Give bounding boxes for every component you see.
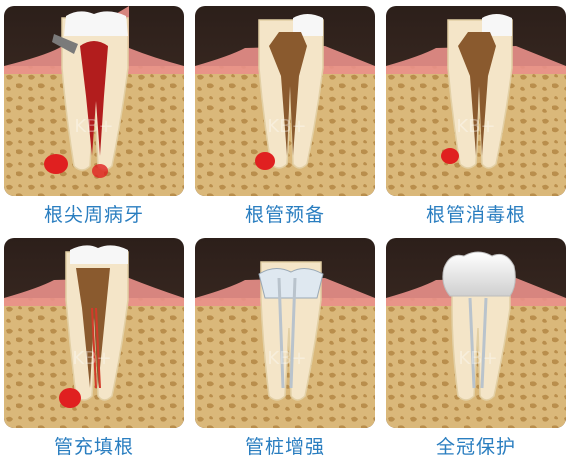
step-label-4: 管充填根 (53, 436, 134, 458)
step-label-3: 根管消毒根 (425, 204, 526, 226)
panel-disinfection: KB+ (386, 6, 566, 196)
step-label-5: 管桩增强 (244, 436, 325, 458)
panel-filling: KB+ (4, 238, 184, 428)
svg-text:KB+: KB+ (267, 348, 306, 369)
panel-crown: KB+ (386, 238, 566, 428)
svg-text:KB+: KB+ (458, 348, 497, 369)
svg-text:KB+: KB+ (267, 116, 306, 137)
watermark-text: KB+ (74, 116, 113, 137)
panel-infected-tooth: KB+ (4, 6, 184, 196)
svg-text:KB+: KB+ (72, 348, 111, 369)
panel-post: KB+ (195, 238, 375, 428)
step-label-1: 根尖周病牙 (43, 204, 144, 226)
step-label-2: 根管预备 (244, 204, 325, 226)
svg-text:KB+: KB+ (456, 116, 495, 137)
step-label-6: 全冠保护 (435, 436, 516, 458)
panel-root-canal-preparation: KB+ (195, 6, 375, 196)
